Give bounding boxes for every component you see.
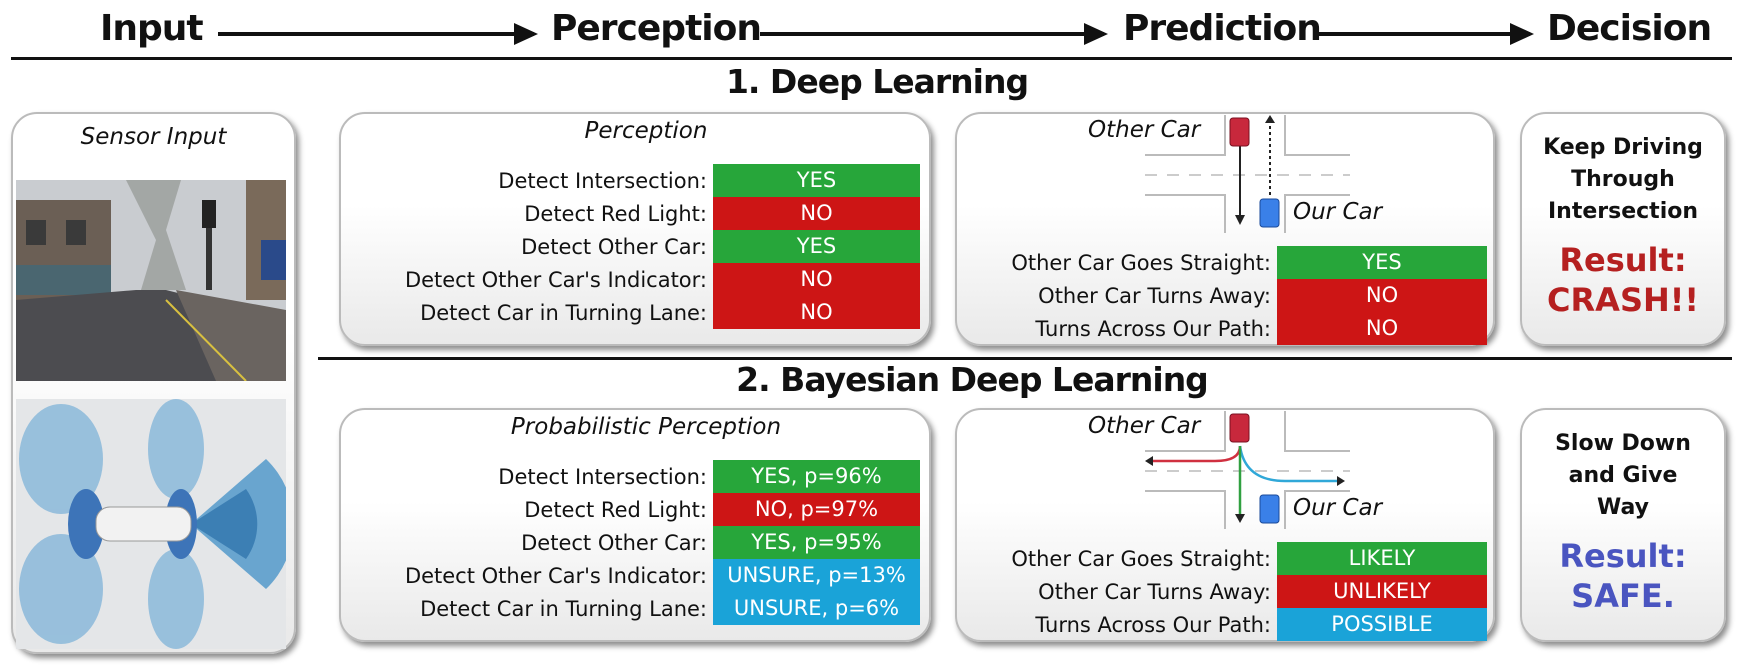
perception-label: Detect Red Light:: [524, 201, 707, 226]
perception-row: Detect Car in Turning Lane: UNSURE, p=6%: [345, 592, 920, 625]
arrow-icon: [1318, 23, 1534, 45]
prediction-label: Other Car Goes Straight:: [1011, 546, 1271, 571]
prediction-row: Other Car Goes Straight: LIKELY: [960, 542, 1487, 575]
perception-value-badge: NO: [713, 296, 920, 329]
other-car-label: Other Car: [1088, 117, 1201, 143]
prediction-label: Other Car Turns Away:: [1038, 283, 1271, 308]
perception-title: Probabilistic Perception: [510, 414, 782, 440]
prediction-value-badge: YES: [1277, 246, 1487, 279]
arrow-icon: [218, 23, 538, 45]
perception-value-badge: UNSURE, p=13%: [713, 559, 920, 592]
perception-label: Detect Other Car's Indicator:: [404, 267, 707, 292]
perception-label: Detect Intersection:: [498, 464, 707, 489]
perception-value-badge: NO: [713, 197, 920, 230]
other-car-icon: [1229, 413, 1250, 443]
perception-label: Detect Intersection:: [498, 168, 707, 193]
perception-value-badge: YES: [713, 230, 920, 263]
perception-label: Detect Other Car:: [521, 530, 707, 555]
prediction-label: Turns Across Our Path:: [1035, 612, 1271, 637]
perception-value-badge: UNSURE, p=6%: [713, 592, 920, 625]
our-car-label: Our Car: [1293, 199, 1383, 225]
other-car-icon: [1229, 117, 1250, 147]
prediction-row: Turns Across Our Path: POSSIBLE: [960, 608, 1487, 641]
section-title-deep-learning: 1. Deep Learning: [725, 62, 1029, 101]
perception-value-badge: YES, p=95%: [713, 526, 920, 559]
stage-prediction: Prediction: [1123, 8, 1322, 49]
decision-text: and Give: [1568, 463, 1678, 488]
divider: [11, 57, 1732, 60]
prediction-value-badge: LIKELY: [1277, 542, 1487, 575]
stage-decision: Decision: [1547, 8, 1712, 49]
perception-row: Detect Car in Turning Lane: NO: [345, 296, 920, 329]
divider: [318, 357, 1732, 360]
prediction-row: Other Car Goes Straight: YES: [960, 246, 1487, 279]
perception-label: Detect Car in Turning Lane:: [420, 596, 707, 621]
perception-row: Detect Other Car: YES: [345, 230, 920, 263]
perception-label: Detect Red Light:: [524, 497, 707, 522]
decision-text: Through: [1571, 167, 1675, 192]
perception-row: Detect Other Car: YES, p=95%: [345, 526, 920, 559]
perception-title: Perception: [584, 118, 708, 144]
our-car-icon: [1259, 494, 1280, 524]
prediction-value-badge: POSSIBLE: [1277, 608, 1487, 641]
perception-row: Detect Other Car's Indicator: NO: [345, 263, 920, 296]
decision-result: Result:: [1559, 537, 1687, 575]
decision-text: Keep Driving: [1543, 135, 1703, 160]
street-camera-image: [16, 180, 286, 381]
prediction-row: Other Car Turns Away: NO: [960, 279, 1487, 312]
perception-row: Detect Other Car's Indicator: UNSURE, p=…: [345, 559, 920, 592]
decision-result: CRASH!!: [1547, 281, 1699, 319]
sensor-input-title: Sensor Input: [80, 124, 227, 150]
prediction-value-badge: UNLIKELY: [1277, 575, 1487, 608]
prediction-row: Other Car Turns Away: UNLIKELY: [960, 575, 1487, 608]
prediction-row: Turns Across Our Path: NO: [960, 312, 1487, 345]
perception-value-badge: YES: [713, 164, 920, 197]
sensor-input-panel: Sensor Input: [11, 112, 296, 654]
perception-row: Detect Red Light: NO, p=97%: [345, 493, 920, 526]
decision-text: Intersection: [1547, 199, 1699, 224]
perception-value-badge: NO: [713, 263, 920, 296]
our-car-label: Our Car: [1293, 495, 1383, 521]
intersection-diagram: [1145, 411, 1350, 529]
decision-text: Way: [1597, 495, 1649, 520]
perception-label: Detect Other Car's Indicator:: [404, 563, 707, 588]
perception-value-badge: YES, p=96%: [713, 460, 920, 493]
sensor-coverage-image: [16, 399, 286, 649]
arrow-icon: [760, 23, 1108, 45]
decision-text: Slow Down: [1555, 431, 1691, 456]
decision-result: SAFE.: [1571, 577, 1675, 615]
stage-perception: Perception: [551, 8, 762, 49]
prediction-label: Other Car Goes Straight:: [1011, 250, 1271, 275]
section-title-bayesian: 2. Bayesian Deep Learning: [736, 360, 1209, 399]
our-car-icon: [1259, 198, 1280, 228]
perception-row: Detect Intersection: YES: [345, 164, 920, 197]
intersection-diagram: [1145, 115, 1350, 233]
perception-value-badge: NO, p=97%: [713, 493, 920, 526]
prediction-value-badge: NO: [1277, 279, 1487, 312]
prediction-label: Other Car Turns Away:: [1038, 579, 1271, 604]
decision-result: Result:: [1559, 241, 1687, 279]
prediction-label: Turns Across Our Path:: [1035, 316, 1271, 341]
perception-row: Detect Intersection: YES, p=96%: [345, 460, 920, 493]
perception-label: Detect Other Car:: [521, 234, 707, 259]
perception-label: Detect Car in Turning Lane:: [420, 300, 707, 325]
stage-input: Input: [100, 8, 204, 49]
other-car-label: Other Car: [1088, 413, 1201, 439]
perception-row: Detect Red Light: NO: [345, 197, 920, 230]
prediction-value-badge: NO: [1277, 312, 1487, 345]
